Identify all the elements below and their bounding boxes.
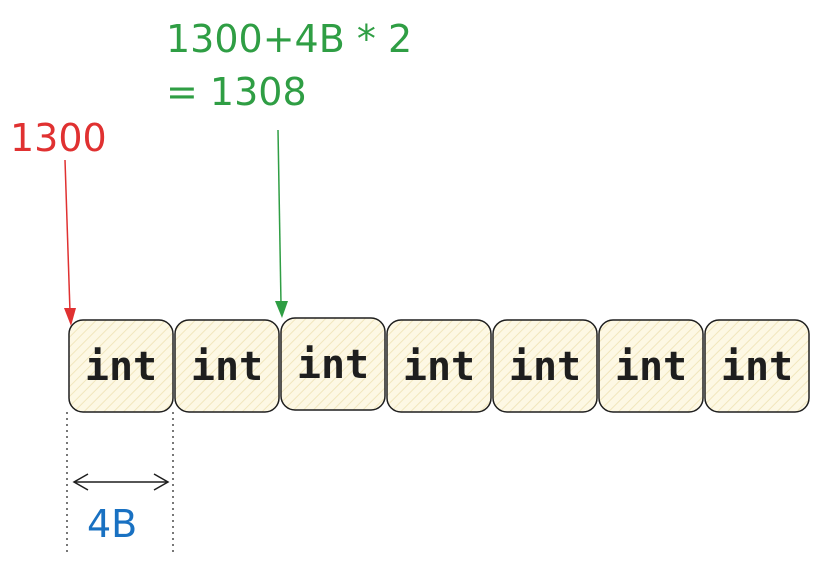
array-cell-label: int (509, 344, 581, 390)
array-cell-box (598, 319, 704, 413)
array-cell-label: int (85, 344, 157, 390)
array-cell-4: int (386, 319, 492, 413)
element-size-marker: 4B (66, 412, 174, 552)
array-cell-box (174, 319, 280, 413)
array-cell-box (492, 319, 598, 413)
array-cell-7: int (704, 319, 810, 413)
element-size-double-arrow (72, 473, 170, 491)
array-cell-1: int (68, 319, 174, 413)
base-address-arrow (64, 159, 76, 326)
offset-address-arrow (275, 129, 288, 318)
array-cell-label: int (191, 344, 263, 390)
array-cell-label: int (721, 344, 793, 390)
array-cell-6: int (598, 319, 704, 413)
array-cell-3: int (280, 317, 386, 411)
array-cell-box (68, 319, 174, 413)
array-cell-box (704, 319, 810, 413)
address-formula-line-2: = 1308 (166, 70, 307, 114)
element-size-label: 4B (87, 502, 137, 546)
array-cell-label: int (615, 344, 687, 390)
array-cell-box (280, 317, 386, 411)
address-formula-line-1: 1300+4B * 2 (166, 17, 412, 61)
array-cell-5: int (492, 319, 598, 413)
base-address-label: 1300 (10, 116, 107, 160)
array-cell-box (386, 319, 492, 413)
array-cell-label: int (403, 344, 475, 390)
array-cell-2: int (174, 319, 280, 413)
array-cell-label: int (297, 342, 369, 388)
